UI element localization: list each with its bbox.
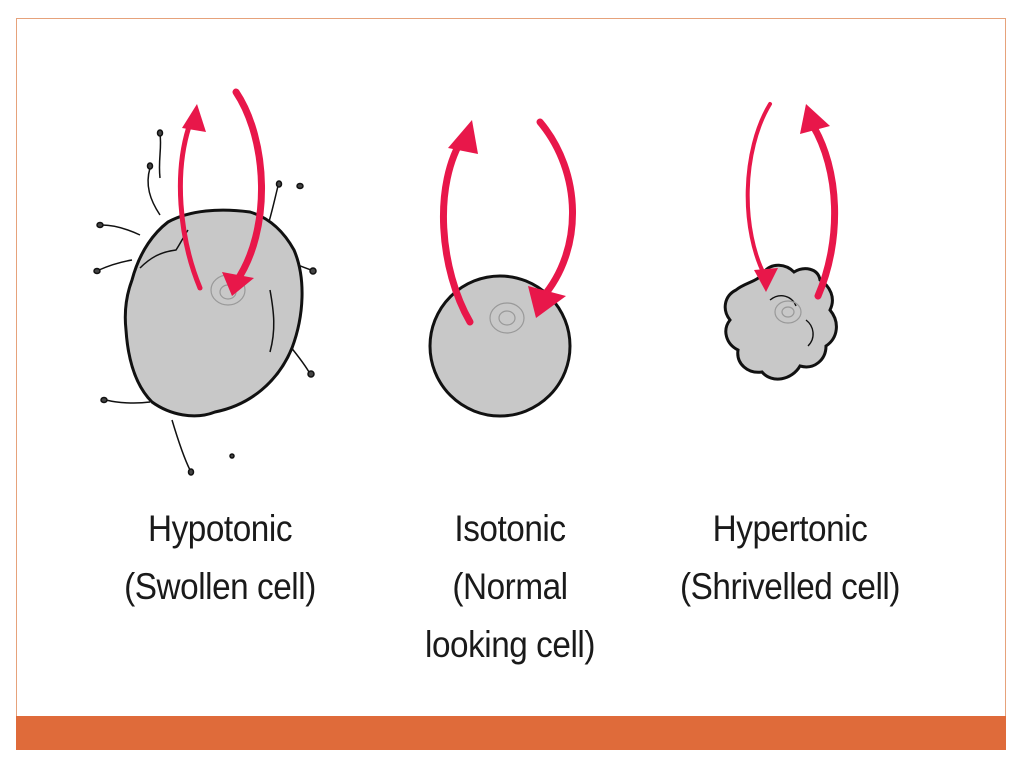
arrow-in-icon <box>536 118 576 302</box>
arrow-out-icon <box>177 115 203 291</box>
label-isotonic: Isotonic (Normal looking cell) <box>375 500 645 674</box>
cell-description: (Swollen cell) <box>124 566 316 607</box>
arrow-tip <box>448 120 478 154</box>
footer-bar <box>16 716 1006 750</box>
arrow-tip <box>222 272 254 296</box>
osmosis-diagram <box>93 88 839 476</box>
cell-type-name: Isotonic <box>454 508 566 549</box>
water-particles <box>93 129 317 476</box>
cell-description: looking cell) <box>425 624 595 665</box>
slide-frame <box>16 18 1006 750</box>
label-hypertonic: Hypertonic (Shrivelled cell) <box>646 500 934 616</box>
cell-type-name: Hypertonic <box>712 508 868 549</box>
arrow-tip <box>800 104 830 134</box>
hypotonic-cell <box>93 129 317 476</box>
hypertonic-cell <box>723 263 838 381</box>
arrow-tip <box>754 268 778 292</box>
label-hypotonic: Hypotonic (Swollen cell) <box>76 500 364 616</box>
arrow-out-icon <box>440 132 474 326</box>
arrow-out-icon <box>808 120 839 300</box>
arrow-in-icon <box>232 88 265 286</box>
water-flow-arrows <box>177 88 839 326</box>
arrow-in-icon <box>745 102 772 280</box>
cell-description: (Shrivelled cell) <box>680 566 900 607</box>
cell-description: (Normal <box>452 566 568 607</box>
arrow-tip <box>528 286 566 318</box>
arrow-tip <box>182 104 206 132</box>
cell-type-name: Hypotonic <box>147 508 293 549</box>
